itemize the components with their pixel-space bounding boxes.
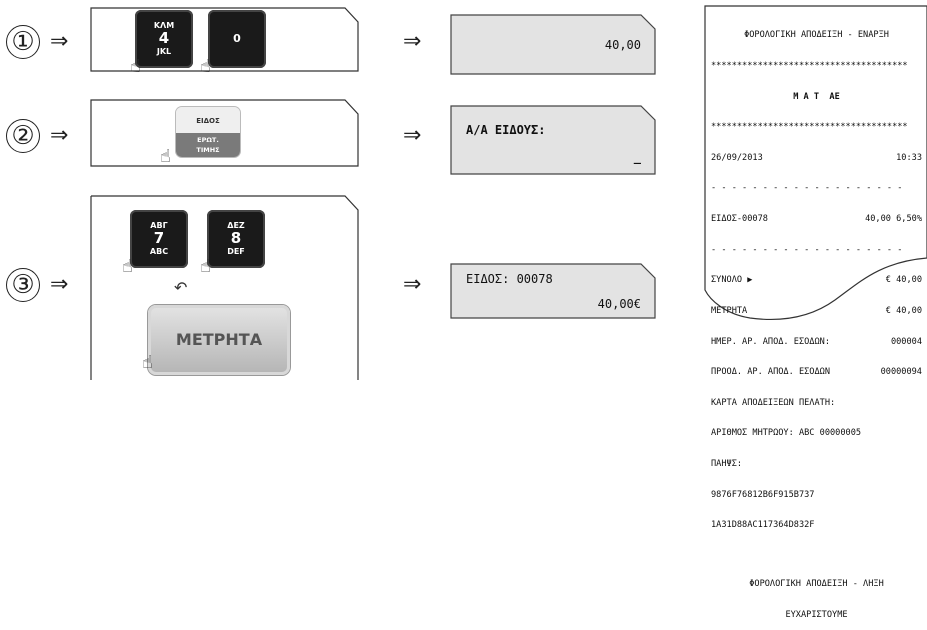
receipt-total-value: € 40,00 xyxy=(885,275,922,286)
price-inquiry-label-2: ΤΙΜΗΣ xyxy=(196,146,220,154)
step-2-display-line1: Α/Α ΕΙΔΟΥΣ: xyxy=(466,123,546,137)
receipt-title: ΦΟΡΟΛΟΓΙΚΗ ΑΠΟΔΕΙΞΗ - ΕΝΑΡΞΗ xyxy=(744,30,889,41)
rotate-arrow-icon: ↶ xyxy=(174,278,188,297)
receipt-hash-2: 1A31D88AC117364D832F xyxy=(711,520,815,531)
step-2-result-arrow: ⇒ xyxy=(403,123,422,148)
key-7[interactable]: ΑΒΓ 7 ABC xyxy=(130,210,188,268)
pointing-hand-icon: ☝ xyxy=(122,256,133,277)
receipt-cash-label: ΜΕΤΡΗΤΑ xyxy=(711,305,748,316)
price-inquiry-label-1: ΕΡΩΤ. xyxy=(197,136,219,144)
item-price-key[interactable]: ΕΙΔΟΣ ΕΡΩΤ. ΤΙΜΗΣ xyxy=(176,107,240,157)
key-4-latin: JKL xyxy=(156,47,172,56)
pointing-hand-icon: ☝ xyxy=(130,56,141,77)
step-2-display-cursor: _ xyxy=(633,150,641,164)
cash-button[interactable]: ΜΕΤΡΗΤΑ xyxy=(148,305,290,375)
receipt-dashes-2: - - - - - - - - - - - - - - - - - - - xyxy=(711,244,903,255)
key-7-greek: ΑΒΓ xyxy=(150,221,168,230)
receipt-daily-label: ΗΜΕΡ. ΑΡ. ΑΠΟΔ. ΕΣΟΔΩΝ: xyxy=(711,336,830,347)
pointing-hand-icon: ☝ xyxy=(200,56,211,77)
key-8-latin: DEF xyxy=(227,247,245,256)
step-3-number: ③ xyxy=(6,268,40,302)
receipt-hash-1: 9876F76812B6F915B737 xyxy=(711,489,815,500)
panel-outlines xyxy=(90,5,927,380)
step-2-arrow: ⇒ xyxy=(50,123,69,148)
pointing-hand-icon: ☝ xyxy=(142,352,153,373)
step-3-display-line1: ΕΙΔΟΣ: 00078 xyxy=(466,272,553,286)
pointing-hand-icon: ☝ xyxy=(160,146,171,167)
key-0[interactable]: 0 xyxy=(208,10,266,68)
total-pointer-icon: ▶ xyxy=(747,275,753,286)
receipt-item-label: ΕΙΔΟΣ-00078 xyxy=(711,214,768,225)
receipt-header: M A T AE xyxy=(793,91,840,102)
receipt-pahps-line: ΠΑΗΨΣ: xyxy=(711,458,743,469)
receipt-dashes-1: - - - - - - - - - - - - - - - - - - - xyxy=(711,183,903,194)
step-1-arrow: ⇒ xyxy=(50,29,69,54)
receipt-card-line: ΚΑΡΤΑ ΑΠΟΔΕΙΞΕΩΝ ΠΕΛΑΤΗ: xyxy=(711,397,836,408)
receipt-item-value: 40,00 6,50% xyxy=(865,214,922,225)
key-7-latin: ABC xyxy=(149,247,169,256)
receipt-stars-2: ************************************** xyxy=(711,122,908,133)
pointing-hand-icon: ☝ xyxy=(200,256,211,277)
receipt-cumulative-value: 00000094 xyxy=(880,367,922,378)
key-8-digit: 8 xyxy=(230,229,242,247)
receipt-daily-value: 000004 xyxy=(890,336,922,347)
receipt-cumulative-label: ΠΡΟΟΔ. ΑΡ. ΑΠΟΔ. ΕΣΟΔΩΝ xyxy=(711,367,830,378)
receipt-cash-value: € 40,00 xyxy=(885,305,922,316)
key-8[interactable]: ΔΕΖ 8 DEF xyxy=(207,210,265,268)
key-8-greek: ΔΕΖ xyxy=(227,221,245,230)
step-1-number: ① xyxy=(6,25,40,59)
step-3-arrow: ⇒ xyxy=(50,272,69,297)
receipt: ΦΟΡΟΛΟΓΙΚΗ ΑΠΟΔΕΙΞΗ - ΕΝΑΡΞΗ ***********… xyxy=(711,10,922,630)
step-2-number: ② xyxy=(6,119,40,153)
key-0-label: 0 xyxy=(233,32,241,45)
step-1-display-value: 40,00 xyxy=(604,38,641,52)
key-4-greek: ΚΛΜ xyxy=(153,21,175,30)
step-3-result-arrow: ⇒ xyxy=(403,272,422,297)
key-7-digit: 7 xyxy=(153,229,165,247)
receipt-registry-line: ΑΡΙΘΜΟΣ ΜΗΤΡΩΟΥ: ABC 00000005 xyxy=(711,428,862,439)
key-4-digit: 4 xyxy=(158,29,170,47)
receipt-stars-1: ************************************** xyxy=(711,61,908,72)
step-3-display-line2: 40,00€ xyxy=(597,297,641,311)
step-1-result-arrow: ⇒ xyxy=(403,29,422,54)
receipt-footer-1: ΦΟΡΟΛΟΓΙΚΗ ΑΠΟΔΕΙΞΗ - ΛΗΞΗ xyxy=(749,579,884,590)
receipt-total-label: ΣΥΝΟΛΟ xyxy=(711,275,743,286)
key-4[interactable]: ΚΛΜ 4 JKL xyxy=(135,10,193,68)
receipt-time: 10:33 xyxy=(896,152,922,163)
receipt-footer-2: ΕΥΧΑΡΙΣΤΟΥΜΕ xyxy=(785,609,848,620)
item-key-label: ΕΙΔΟΣ xyxy=(176,107,240,133)
receipt-date: 26/09/2013 xyxy=(711,152,763,163)
